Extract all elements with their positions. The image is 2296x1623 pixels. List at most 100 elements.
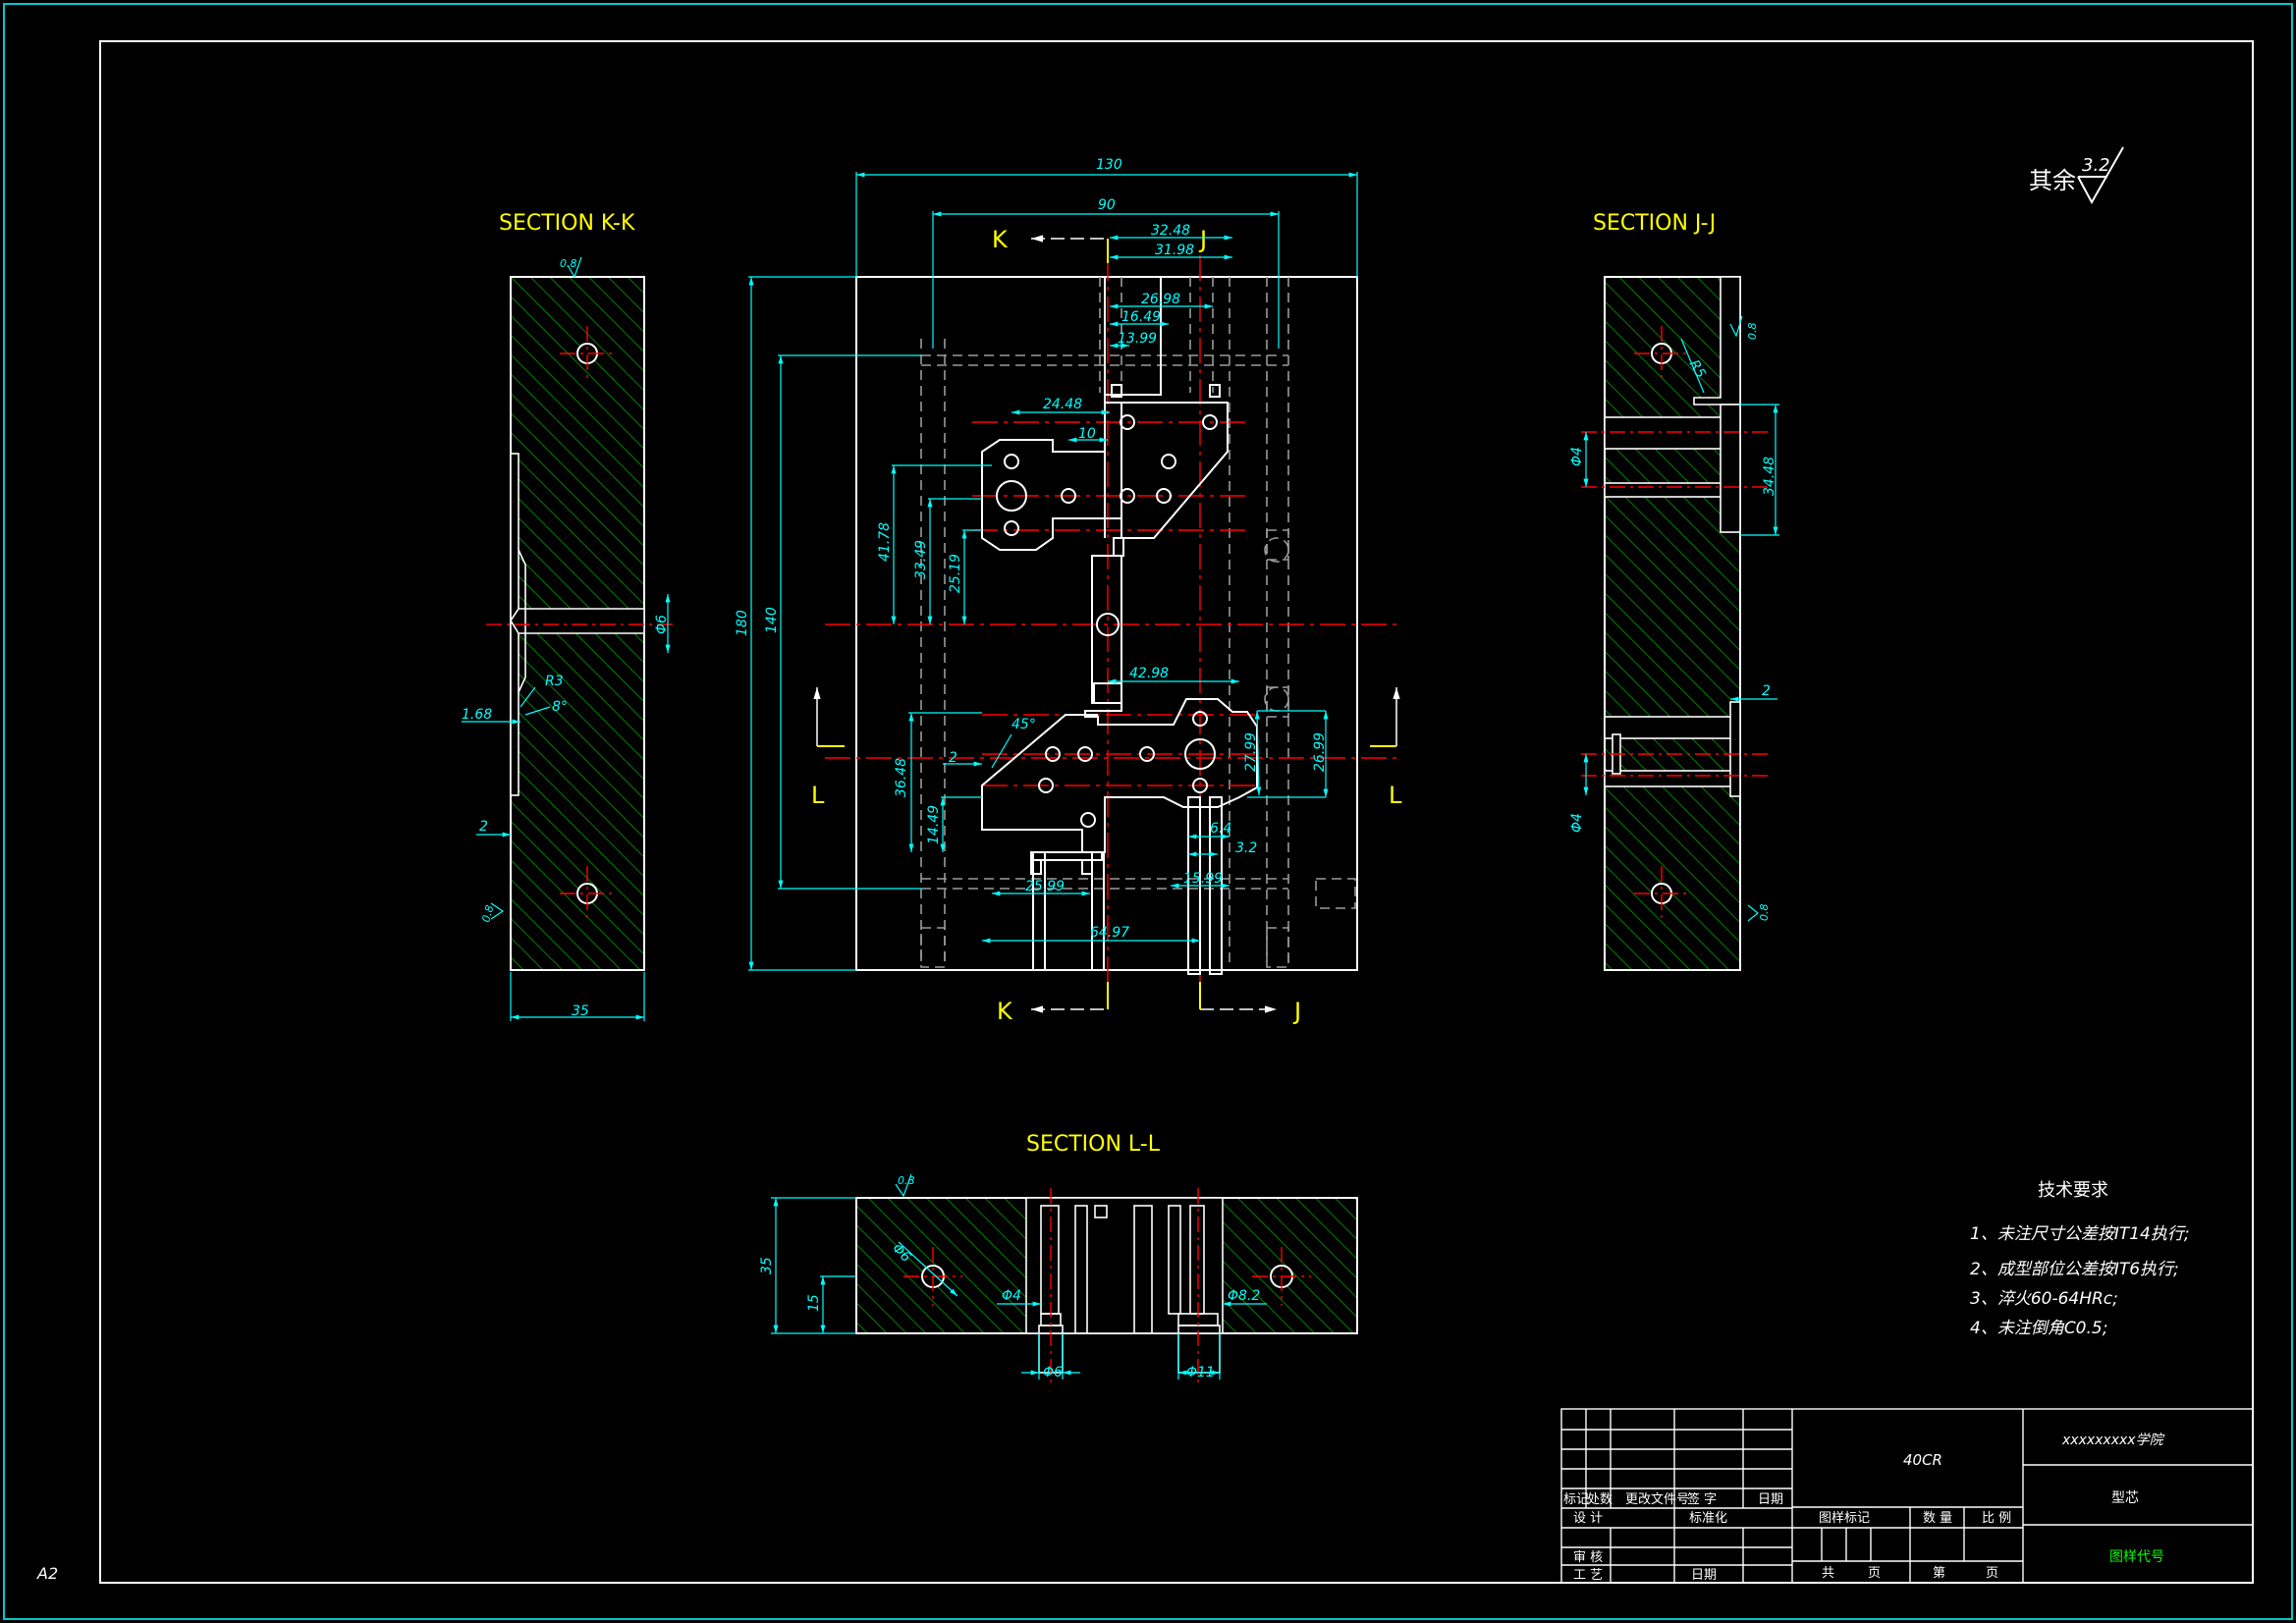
dim-90: 90	[1098, 197, 1116, 213]
jj-dim-34-48: 34.48	[1762, 457, 1777, 496]
lower-insert-holes	[1038, 711, 1216, 828]
dim-15-99: 15.99	[1183, 871, 1223, 887]
tb-material: 40CR	[1903, 1451, 1942, 1469]
kk-dim-1-68: 1.68	[462, 707, 492, 723]
ll-dim-35: 35	[759, 1257, 775, 1274]
tb-date: 日期	[1691, 1568, 1717, 1583]
title-block: 标记 处数 更改文件号 签 字 日期 设 计 标准化 审 核 工 艺 日期 图样…	[1560, 1408, 2254, 1584]
dim-10: 10	[1078, 426, 1096, 442]
dim-130: 130	[1096, 157, 1122, 173]
dim-36-48: 36.48	[894, 758, 909, 797]
dim-angle-45: 45°	[1011, 717, 1036, 732]
tb-stage-mark: 图样标记	[1819, 1511, 1870, 1526]
roughness-label: 其余	[2029, 167, 2076, 194]
kk-dim-r3: R3	[545, 674, 564, 689]
tb-design: 设 计	[1573, 1511, 1603, 1526]
dim-32-48: 32.48	[1151, 223, 1190, 239]
dim-25-99: 25.99	[1025, 879, 1065, 894]
dim-27-99: 27.99	[1243, 732, 1259, 772]
tb-review: 审 核	[1573, 1550, 1603, 1565]
rev-header-sign: 签 字	[1687, 1491, 1717, 1507]
tech-requirement-item: 2、成型部位公差按IT6执行;	[1970, 1260, 2179, 1279]
roughness-symbol: 其余 3.2	[2029, 146, 2124, 205]
upper-insert-holes	[996, 414, 1218, 636]
ll-dim-15: 15	[806, 1294, 822, 1312]
tb-part-name: 型芯	[2111, 1490, 2139, 1506]
tb-scale: 比 例	[1982, 1511, 2011, 1526]
rev-header-date: 日期	[1758, 1492, 1783, 1507]
jj-roughness-top: 0.8	[1746, 323, 1759, 341]
kk-dim-2: 2	[479, 819, 488, 835]
tb-process: 工 艺	[1573, 1568, 1603, 1583]
tech-requirements: 技术要求 1、未注尺寸公差按IT14执行; 2、成型部位公差按IT6执行; 3、…	[1970, 1180, 2190, 1338]
cut-label-l-right: L	[1389, 782, 1402, 809]
sheet-size-label: A2	[36, 1564, 58, 1583]
section-jj: SECTION J-J	[1569, 211, 1779, 971]
kk-dim-phi6: Φ6	[654, 615, 670, 634]
tb-page-end: 页	[1986, 1566, 1998, 1581]
section-kk: SECTION K-K 35 Φ6 R3	[462, 211, 678, 1021]
jj-dim-phi4-bottom: Φ4	[1569, 813, 1585, 833]
rev-header-count: 处数	[1587, 1492, 1613, 1507]
hidden-lines	[920, 277, 1356, 968]
ll-dim-phi11: Φ11	[1186, 1365, 1215, 1380]
section-kk-title: SECTION K-K	[499, 211, 635, 236]
dim-2-main: 2	[949, 750, 957, 766]
ll-roughness: 0.8	[898, 1174, 915, 1187]
cut-label-k-bottom: K	[997, 998, 1013, 1025]
jj-dim-2: 2	[1762, 683, 1771, 699]
dim-64-97: 64.97	[1090, 925, 1129, 941]
rev-header-mark: 标记	[1563, 1492, 1589, 1507]
ll-dim-phi8-2: Φ8.2	[1228, 1288, 1260, 1304]
dim-24-48: 24.48	[1043, 397, 1082, 412]
main-view: K J K J L L	[735, 157, 1402, 1025]
tech-requirement-item: 3、淬火60-64HRc;	[1970, 1289, 2118, 1309]
tb-total: 共	[1822, 1566, 1834, 1581]
kk-dim-35: 35	[572, 1003, 589, 1019]
rev-header-doc: 更改文件号	[1625, 1492, 1689, 1507]
dim-31-98: 31.98	[1155, 243, 1194, 258]
tech-requirements-title: 技术要求	[2038, 1180, 2108, 1201]
dim-13-99: 13.99	[1118, 331, 1157, 347]
section-ll-title: SECTION L-L	[1026, 1132, 1161, 1157]
tb-standardize: 标准化	[1689, 1511, 1727, 1526]
tb-drawing-no: 图样代号	[2109, 1549, 2164, 1565]
tech-requirement-item: 1、未注尺寸公差按IT14执行;	[1970, 1224, 2190, 1244]
cut-label-l-left: L	[811, 782, 825, 809]
main-plate-outline	[855, 276, 1358, 971]
tb-quantity: 数 量	[1923, 1511, 1952, 1526]
cut-label-k-top: K	[992, 226, 1009, 253]
dim-26-99: 26.99	[1312, 732, 1328, 772]
centerlines	[825, 255, 1399, 982]
dim-25-19: 25.19	[948, 554, 963, 593]
section-ll: SECTION L-L	[759, 1132, 1358, 1384]
jj-roughness-bottom: 0.8	[1758, 904, 1771, 922]
dim-16-49: 16.49	[1121, 309, 1161, 325]
tb-sheet: 页	[1868, 1566, 1881, 1581]
jj-dim-phi4-top: Φ4	[1569, 447, 1585, 466]
main-dimension-texts: 130 90 32.48 31.98 26.98 16.49 13.99 24.…	[735, 157, 1328, 941]
ll-dim-phi6-bottom: Φ6	[1043, 1365, 1063, 1380]
section-jj-title: SECTION J-J	[1593, 211, 1716, 236]
cut-label-j-top: J	[1198, 226, 1207, 253]
dim-180: 180	[735, 610, 750, 636]
dim-33-49: 33.49	[913, 540, 929, 579]
dim-26-98: 26.98	[1141, 292, 1180, 307]
roughness-value: 3.2	[2082, 155, 2110, 176]
dim-3-2: 3.2	[1235, 840, 1257, 856]
tb-page-no: 第	[1933, 1566, 1945, 1581]
sheet-frame	[3, 3, 2293, 1620]
dim-14-49: 14.49	[926, 805, 942, 844]
dim-42-98: 42.98	[1129, 666, 1169, 681]
kk-dim-8deg: 8°	[552, 699, 568, 715]
dim-41-78: 41.78	[877, 522, 893, 562]
tb-school: xxxxxxxxx学院	[2061, 1433, 2165, 1448]
kk-roughness-top: 0.8	[560, 257, 577, 270]
kk-roughness-bottom: 0.8	[479, 904, 496, 924]
cut-label-j-bottom: J	[1292, 998, 1301, 1025]
main-dimensions	[748, 172, 1358, 971]
section-cut-markers: K J K J L L	[811, 226, 1402, 1025]
tech-requirement-item: 4、未注倒角C0.5;	[1970, 1319, 2107, 1338]
dim-6-4: 6.4	[1210, 821, 1231, 837]
